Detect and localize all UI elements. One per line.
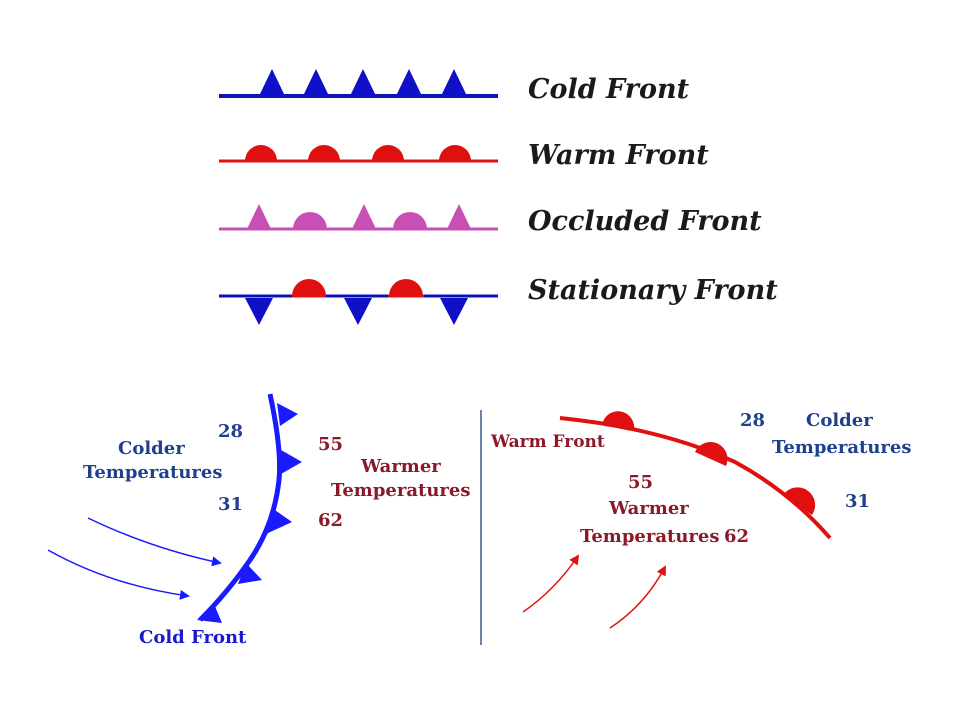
cold-front-triangle xyxy=(238,563,262,584)
warm-side-temp-55: 55 xyxy=(318,434,343,455)
warm-front-caption: Warm Front xyxy=(490,432,605,452)
wind-arrow-icon xyxy=(522,554,580,613)
cold-front-triangle xyxy=(303,69,329,96)
stationary-front-triangle xyxy=(245,298,273,325)
legend-label-occluded-front: Occluded Front xyxy=(528,206,762,237)
legend-cold-front: Cold Front xyxy=(219,69,690,105)
legend: Cold Front Warm Front Occluded Front xyxy=(219,69,778,325)
cold-side-temp-28: 28 xyxy=(740,410,765,431)
cold-side-temp-31: 31 xyxy=(845,491,870,512)
legend-occluded-front: Occluded Front xyxy=(219,204,762,237)
cold-front-triangle xyxy=(350,69,376,96)
occluded-front-semicircle xyxy=(293,212,327,229)
cold-front-triangle xyxy=(266,508,292,534)
warm-front-semicircle xyxy=(783,487,816,515)
cold-front-triangle xyxy=(441,69,467,96)
colder-label-line2: Temperatures xyxy=(83,462,222,483)
occluded-front-triangle xyxy=(352,204,376,229)
cold-front-caption: Cold Front xyxy=(139,627,247,648)
wind-arrow-icon xyxy=(87,517,222,567)
stationary-front-semicircle xyxy=(292,279,326,296)
legend-label-cold-front: Cold Front xyxy=(528,74,690,105)
legend-label-stationary-front: Stationary Front xyxy=(528,275,778,306)
warm-front-semicircle xyxy=(695,441,728,466)
warmer-label-line2: Temperatures xyxy=(580,526,719,547)
occluded-front-semicircle xyxy=(393,212,427,229)
wind-arrow-icon xyxy=(47,549,190,600)
warmer-label-line1: Warmer xyxy=(360,456,441,477)
stationary-front-triangle xyxy=(344,298,372,325)
occluded-front-triangle xyxy=(447,204,471,229)
cold-front-triangle xyxy=(259,69,285,96)
colder-label-line1: Colder xyxy=(806,410,873,431)
warm-side-temp-55: 55 xyxy=(628,472,653,493)
cold-front-panel: 28 Colder Temperatures 31 55 Warmer Temp… xyxy=(47,393,470,648)
cold-side-temp-28: 28 xyxy=(218,421,243,442)
warmer-label-line2: Temperatures xyxy=(331,480,470,501)
cold-front-triangle xyxy=(396,69,422,96)
warm-side-temp-62: 62 xyxy=(724,526,749,547)
legend-label-warm-front: Warm Front xyxy=(528,140,709,171)
warmer-label-line1: Warmer xyxy=(608,498,689,519)
cold-front-triangle xyxy=(197,604,222,623)
cold-front-triangle xyxy=(277,403,298,426)
cold-front-triangle xyxy=(281,450,302,474)
warm-front-panel: Warm Front 28 Colder Temperatures 31 55 … xyxy=(490,410,911,629)
warm-front-semicircle xyxy=(439,145,471,161)
warm-front-semicircle xyxy=(245,145,277,161)
legend-warm-front: Warm Front xyxy=(219,140,709,171)
stationary-front-triangle xyxy=(440,298,468,325)
occluded-front-triangle xyxy=(247,204,271,229)
colder-label-line1: Colder xyxy=(118,438,185,459)
stationary-front-semicircle xyxy=(389,279,423,296)
warm-front-semicircle xyxy=(602,411,635,430)
cold-side-temp-31: 31 xyxy=(218,494,243,515)
warm-front-semicircle xyxy=(372,145,404,161)
colder-label-line2: Temperatures xyxy=(772,437,911,458)
warm-side-temp-62: 62 xyxy=(318,510,343,531)
wind-arrow-icon xyxy=(609,565,666,629)
legend-stationary-front: Stationary Front xyxy=(219,275,778,325)
warm-front-semicircle xyxy=(308,145,340,161)
